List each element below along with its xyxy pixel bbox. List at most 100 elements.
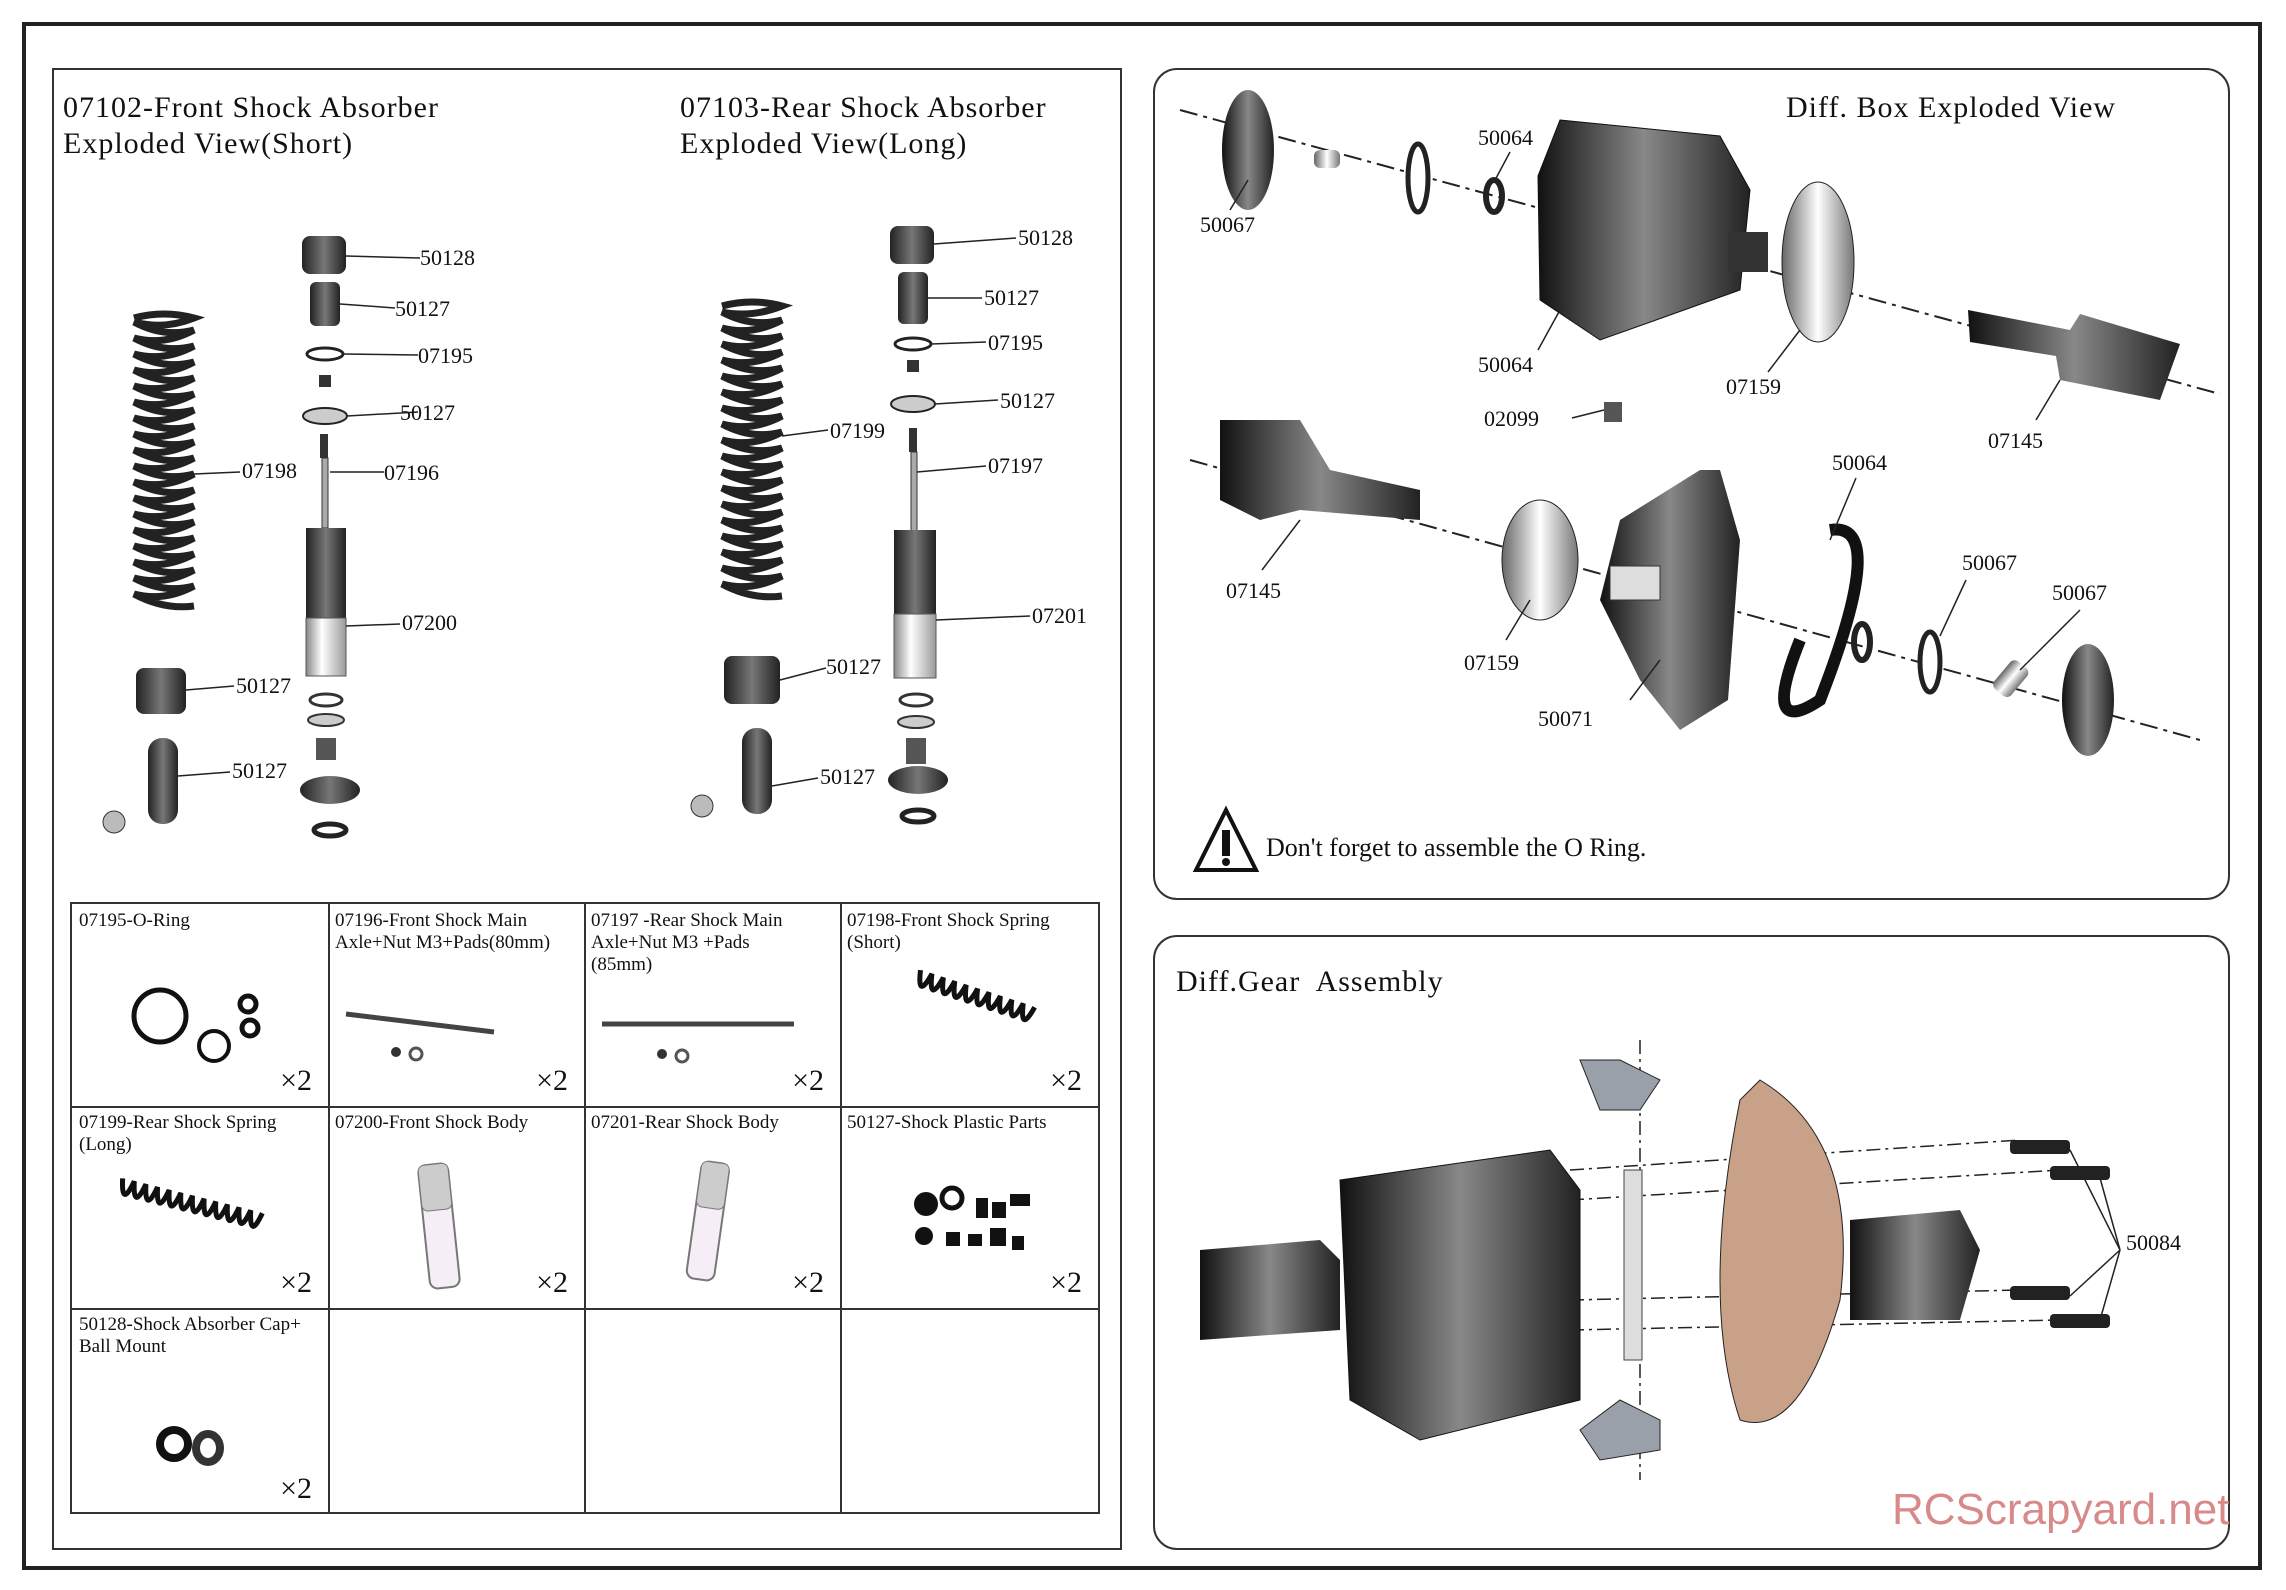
rear-label-8: 50127 (826, 654, 881, 679)
part-cell-empty (584, 1308, 842, 1514)
part-cell-plastic: 50127-Shock Plastic Parts ×2 (840, 1106, 1098, 1310)
rear-label-1: 50128 (1018, 225, 1073, 250)
front-label-8: 50127 (236, 673, 291, 698)
outdrive-icon (1220, 420, 1420, 520)
diffgear-label-50084: 50084 (2126, 1230, 2181, 1255)
diffbox-label-50064a: 50064 (1478, 125, 1533, 150)
front-label-9: 50127 (232, 758, 287, 783)
bevel-gear-icon (2062, 644, 2114, 756)
part-cell-front-axle: 07196-Front Shock Main Axle+Nut M3+Pads(… (328, 904, 586, 1108)
cap-icon (156, 1426, 224, 1466)
part-title: 50127-Shock Plastic Parts (847, 1112, 1047, 1133)
rear-label-3: 07195 (988, 330, 1043, 355)
diffbox-label-50071: 50071 (1538, 706, 1593, 731)
rear-label-2: 50127 (984, 285, 1039, 310)
front-label-6: 07198 (242, 458, 297, 483)
diffbox-leader-lines (1229, 151, 2081, 701)
part-qty: ×2 (1050, 1266, 1082, 1299)
diffbox-label-50067b: 50067 (1962, 550, 2017, 575)
part-qty: ×2 (792, 1266, 824, 1299)
diff-box-title: Diff. Box Exploded View (1786, 91, 2117, 124)
front-label-3: 07195 (418, 343, 473, 368)
diff-gear-panel (1153, 935, 2230, 1550)
screw-icons (2010, 1140, 2110, 1328)
part-qty: ×2 (280, 1266, 312, 1299)
part-qty: ×2 (536, 1064, 568, 1097)
diffbox-label-02099: 02099 (1484, 406, 1539, 431)
parts-table: 07195-O-Ring ×2 07196-Front Shock Main A… (70, 902, 1100, 1514)
outdrive-icon (1200, 1240, 1340, 1340)
part-title: 07197 -Rear Shock Main Axle+Nut M3 +Pads… (591, 910, 783, 975)
diff-case-icon (1339, 1149, 1581, 1441)
shock-body-icon (685, 1160, 730, 1282)
o-ring-icon (131, 987, 261, 1063)
diffbox-label-50064c: 50064 (1832, 450, 1887, 475)
front-label-2: 50127 (395, 296, 450, 321)
screw-leader-lines (2069, 1149, 2121, 1321)
ring-gear-icon (1719, 1079, 1844, 1423)
rear-label-9: 50127 (820, 764, 875, 789)
plastic-parts-icon (914, 1185, 1030, 1250)
diffbox-label-50067: 50067 (1200, 212, 1255, 237)
rear-label-4: 50127 (1000, 388, 1055, 413)
diffbox-label-07159b: 07159 (1464, 650, 1519, 675)
outdrive-icon (1968, 310, 2180, 400)
ring-gear-icon (1600, 470, 1740, 730)
diff-case-icon (1537, 119, 1751, 341)
part-cell-ring: 07195-O-Ring ×2 (72, 904, 330, 1108)
part-cell-empty (328, 1308, 586, 1514)
watermark-text: RCScrapyard.net (1892, 1485, 2230, 1534)
part-qty: ×2 (536, 1266, 568, 1299)
part-cell-front-body: 07200-Front Shock Body ×2 (328, 1106, 586, 1310)
rear-shock-parts (690, 226, 948, 825)
rear-title-line1: 07103-Rear Shock Absorber (680, 91, 1047, 124)
shock-leader-lines (177, 237, 1031, 787)
part-qty: ×2 (280, 1064, 312, 1097)
rear-label-5: 07197 (988, 453, 1043, 478)
part-title: 07198-Front Shock Spring (Short) (847, 910, 1050, 953)
part-cell-rear-body: 07201-Rear Shock Body ×2 (584, 1106, 842, 1310)
bevel-gear-icon (1222, 90, 1274, 210)
diffbox-label-07145a: 07145 (1988, 428, 2043, 453)
part-qty: ×2 (792, 1064, 824, 1097)
part-qty: ×2 (1050, 1064, 1082, 1097)
bevel-gear-icon (1579, 1059, 1661, 1111)
part-cell-front-spring: 07198-Front Shock Spring (Short) ×2 (840, 904, 1098, 1108)
part-cell-rear-spring: 07199-Rear Shock Spring (Long) ×2 (72, 1106, 330, 1310)
front-title-line2: Exploded View(Short) (63, 127, 354, 160)
shock-body-icon (417, 1162, 461, 1290)
part-cell-rear-axle: 07197 -Rear Shock Main Axle+Nut M3 +Pads… (584, 904, 842, 1108)
part-title: 07199-Rear Shock Spring (Long) (79, 1112, 277, 1155)
rear-spring (720, 298, 794, 601)
front-spring (132, 310, 206, 611)
front-label-5: 07196 (384, 460, 439, 485)
axle-icon (345, 1011, 495, 1062)
front-shock-title: 07102-Front Shock Absorber Exploded View… (63, 90, 439, 162)
part-cell-cap: 50128-Shock Absorber Cap+ Ball Mount ×2 (72, 1308, 330, 1514)
rear-title-line2: Exploded View(Long) (680, 127, 968, 160)
front-shock-parts (102, 236, 360, 839)
page-frame (22, 22, 2262, 1570)
diff-box-panel (1153, 68, 2230, 900)
part-title: 07200-Front Shock Body (335, 1112, 529, 1133)
axle-icon (602, 1021, 794, 1064)
front-title-line1: 07102-Front Shock Absorber (63, 91, 439, 124)
spring-icon (119, 1178, 265, 1229)
diffbox-label-50064b: 50064 (1478, 352, 1533, 377)
spring-icon (917, 969, 1037, 1023)
diffbox-label-07145b: 07145 (1226, 578, 1281, 603)
part-title: 07196-Front Shock Main Axle+Nut M3+Pads(… (335, 910, 551, 953)
rear-shock-title: 07103-Rear Shock Absorber Exploded View(… (680, 90, 1047, 162)
warning-icon (1192, 805, 1260, 872)
diffbox-label-07159a: 07159 (1726, 374, 1781, 399)
rear-label-6: 07199 (830, 418, 885, 443)
diff-gear-title: Diff.Gear Assembly (1176, 965, 1444, 998)
shock-panel (52, 68, 1122, 1550)
part-qty: ×2 (280, 1472, 312, 1505)
front-label-4: 50127 (400, 400, 455, 425)
part-title: 50128-Shock Absorber Cap+ Ball Mount (79, 1314, 301, 1357)
o-ring-warning: Don't forget to assemble the O Ring. (1266, 833, 1647, 862)
bevel-gear-icon (1579, 1399, 1661, 1461)
